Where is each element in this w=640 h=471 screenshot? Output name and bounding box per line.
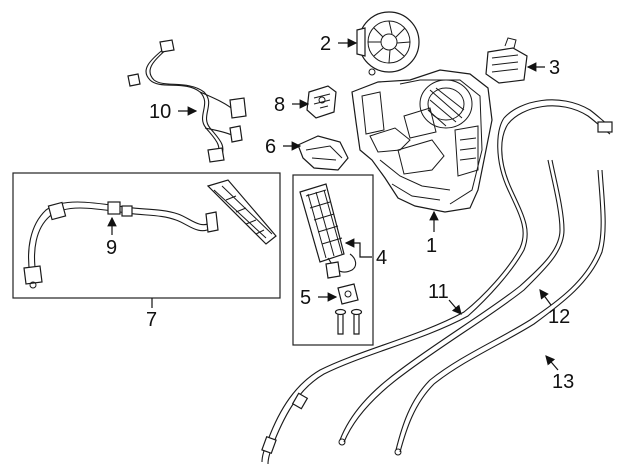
actuator-part-8	[306, 85, 337, 119]
callout-2: 2	[320, 33, 331, 55]
duct-part-6	[297, 135, 349, 171]
wiring-harness-part	[127, 39, 247, 163]
callout-13: 13	[552, 371, 574, 393]
callout-11: 11	[428, 281, 449, 303]
leader-11	[448, 299, 462, 315]
callout-12: 12	[548, 306, 570, 328]
hvac-housing-part	[351, 69, 493, 213]
callout-6: 6	[265, 136, 276, 158]
heater-hose-part	[23, 201, 219, 289]
refrigerant-line-13	[394, 169, 606, 456]
refrigerant-line-12	[338, 159, 565, 446]
callout-7: 7	[146, 309, 157, 331]
callout-9: 9	[106, 237, 117, 259]
evaporator-part	[299, 183, 357, 279]
blower-motor-part	[356, 11, 420, 76]
callout-10: 10	[149, 101, 171, 123]
callout-1: 1	[426, 235, 437, 257]
callout-5: 5	[300, 287, 311, 309]
leader-12	[539, 289, 552, 306]
group-box-4	[292, 174, 374, 346]
expansion-valve-part	[334, 283, 363, 335]
leader-13	[545, 355, 559, 371]
heater-core-part	[206, 179, 277, 245]
blower-resistor-part	[485, 37, 528, 84]
group-box-7	[12, 172, 281, 299]
leader-4	[344, 238, 372, 258]
callout-4: 4	[376, 247, 387, 269]
callout-3: 3	[549, 57, 560, 79]
callout-8: 8	[274, 94, 285, 116]
